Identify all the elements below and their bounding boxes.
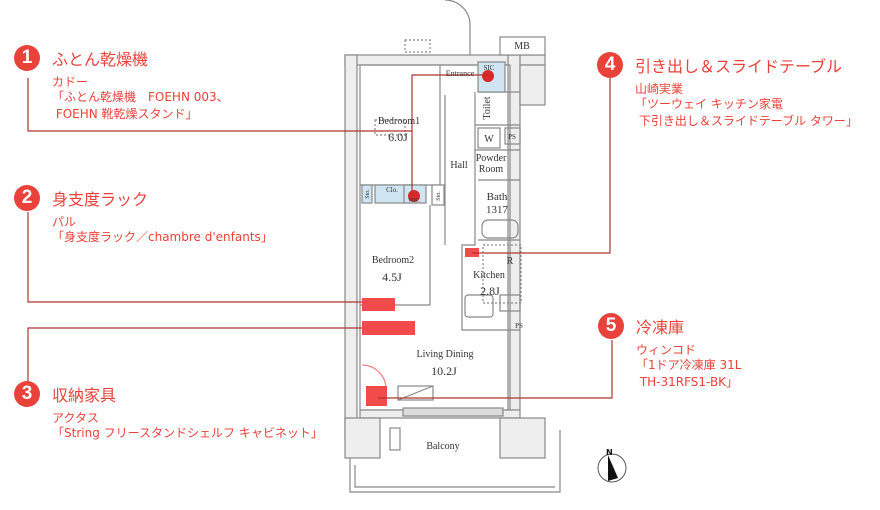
item-title: 身支度ラック bbox=[52, 190, 149, 209]
living-size: 10.2J bbox=[431, 364, 457, 378]
sto-label-2: Sto. bbox=[436, 191, 442, 201]
sto-label: Sto. bbox=[365, 189, 371, 199]
north-arrow-icon: N bbox=[597, 448, 627, 483]
room-labels: MB Entrance SIC Toilet W PS PS Hall Powd… bbox=[365, 41, 530, 452]
bedroom1-label: Bedroom1 bbox=[378, 116, 420, 127]
bedroom2-size: 4.5J bbox=[382, 270, 402, 284]
item-title: ふとん乾燥機 bbox=[52, 50, 149, 69]
north-label: N bbox=[606, 448, 613, 457]
entrance-label: Entrance bbox=[446, 69, 475, 78]
badge-2: 2 bbox=[14, 185, 40, 211]
mb-label: MB bbox=[514, 41, 530, 52]
badge-4: 4 bbox=[597, 52, 623, 78]
item-product: 「1ドア冷凍庫 31L TH-31RFS1-BK」 bbox=[636, 358, 742, 389]
badge-3: 3 bbox=[14, 381, 40, 407]
powder-label: Powder bbox=[476, 153, 507, 164]
item-product: 「String フリースタンドシェルフ キャビネット」 bbox=[52, 426, 323, 440]
item-maker: アクタス bbox=[52, 411, 99, 425]
bedroom2-label: Bedroom2 bbox=[372, 255, 414, 266]
item-maker: 山崎実業 bbox=[635, 82, 684, 96]
balcony-label: Balcony bbox=[426, 441, 459, 452]
room-label: Room bbox=[479, 164, 504, 175]
ps-label: PS bbox=[508, 133, 516, 141]
item-maker: カドー bbox=[52, 75, 89, 89]
r-label: R bbox=[507, 256, 514, 267]
leader-lines bbox=[27, 74, 613, 399]
item-product: 「ツーウェイ キッチン家電 下引き出し＆スライドテーブル タワー」 bbox=[635, 97, 858, 128]
ps-label-kitchen: PS bbox=[515, 322, 523, 330]
kitchen-label: Kitchen bbox=[473, 270, 505, 281]
wic-label: WIC bbox=[408, 198, 420, 204]
item-maker: ウィンコド bbox=[636, 343, 697, 357]
markers bbox=[362, 70, 494, 406]
badge-5: 5 bbox=[598, 313, 624, 339]
living-label: Living Dining bbox=[417, 349, 474, 360]
hall-label: Hall bbox=[450, 160, 467, 171]
bedroom1-size: 6.0J bbox=[388, 130, 408, 144]
bath-label: Bath bbox=[487, 191, 508, 203]
item-title: 冷凍庫 bbox=[636, 318, 685, 337]
sic-label: SIC bbox=[484, 64, 495, 72]
clo-label: Clo. bbox=[386, 186, 398, 194]
item-title: 収納家具 bbox=[52, 386, 117, 405]
item-maker: パル bbox=[52, 215, 77, 229]
item-product: 「身支度ラック／chambre d'enfants」 bbox=[52, 230, 273, 244]
kitchen-size: 2.8J bbox=[480, 284, 500, 298]
walls bbox=[344, 0, 561, 493]
badge-1: 1 bbox=[14, 45, 40, 71]
item-title: 引き出し＆スライドテーブル bbox=[635, 57, 843, 76]
bath-size: 1317 bbox=[486, 204, 509, 216]
w-label: W bbox=[484, 134, 494, 145]
toilet-label: Toilet bbox=[482, 96, 493, 119]
item-product: 「ふとん乾燥機 FOEHN 003、 FOEHN 靴乾燥スタンド」 bbox=[52, 90, 229, 121]
